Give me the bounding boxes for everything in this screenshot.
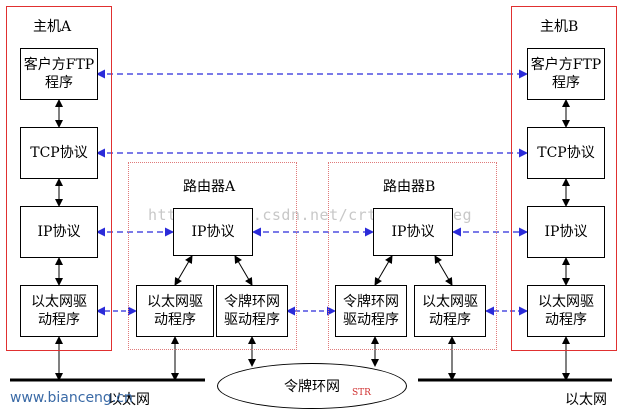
ethernet-left-label: 以太网	[108, 392, 150, 408]
host-a-ftp-box: 客户方FTP 程序	[20, 48, 98, 100]
arrow-router-b-ip-token	[374, 255, 393, 286]
host-b-frame	[511, 6, 617, 351]
host-a-title: 主机A	[33, 19, 72, 35]
token-ring-mark: STR	[352, 388, 371, 398]
host-b-ftp-box: 客户方FTP 程序	[527, 48, 605, 100]
arrow-router-a-ip-eth	[174, 255, 193, 286]
router-b-frame	[328, 162, 497, 350]
router-b-title: 路由器B	[383, 179, 436, 195]
token-ring-network: 令牌环网	[217, 363, 407, 409]
host-b-tcp-box: TCP协议	[527, 127, 605, 179]
host-a-eth-box: 以太网驱 动程序	[20, 285, 98, 337]
arrow-router-a-ip-token	[234, 255, 253, 286]
arrow-router-b-ip-eth	[434, 255, 453, 286]
host-a-frame	[6, 6, 112, 351]
router-b-ip-box: IP协议	[373, 208, 453, 256]
router-b-eth-box: 以太网驱 动程序	[414, 285, 486, 337]
host-b-eth-box: 以太网驱 动程序	[527, 285, 605, 337]
router-a-frame	[128, 162, 297, 350]
router-a-token-box: 令牌环网 驱动程序	[216, 285, 288, 337]
token-ring-label: 令牌环网	[284, 379, 340, 395]
site-watermark: www.bianceng.cn	[10, 390, 133, 406]
host-a-ip-box: IP协议	[20, 206, 98, 258]
router-a-ip-box: IP协议	[173, 208, 253, 256]
host-b-ip-box: IP协议	[527, 206, 605, 258]
router-b-token-box: 令牌环网 驱动程序	[335, 285, 407, 337]
router-a-eth-box: 以太网驱 动程序	[136, 285, 214, 337]
router-a-title: 路由器A	[183, 179, 236, 195]
ethernet-right-label: 以太网	[565, 392, 607, 408]
host-b-title: 主机B	[540, 19, 579, 35]
host-a-tcp-box: TCP协议	[20, 127, 98, 179]
